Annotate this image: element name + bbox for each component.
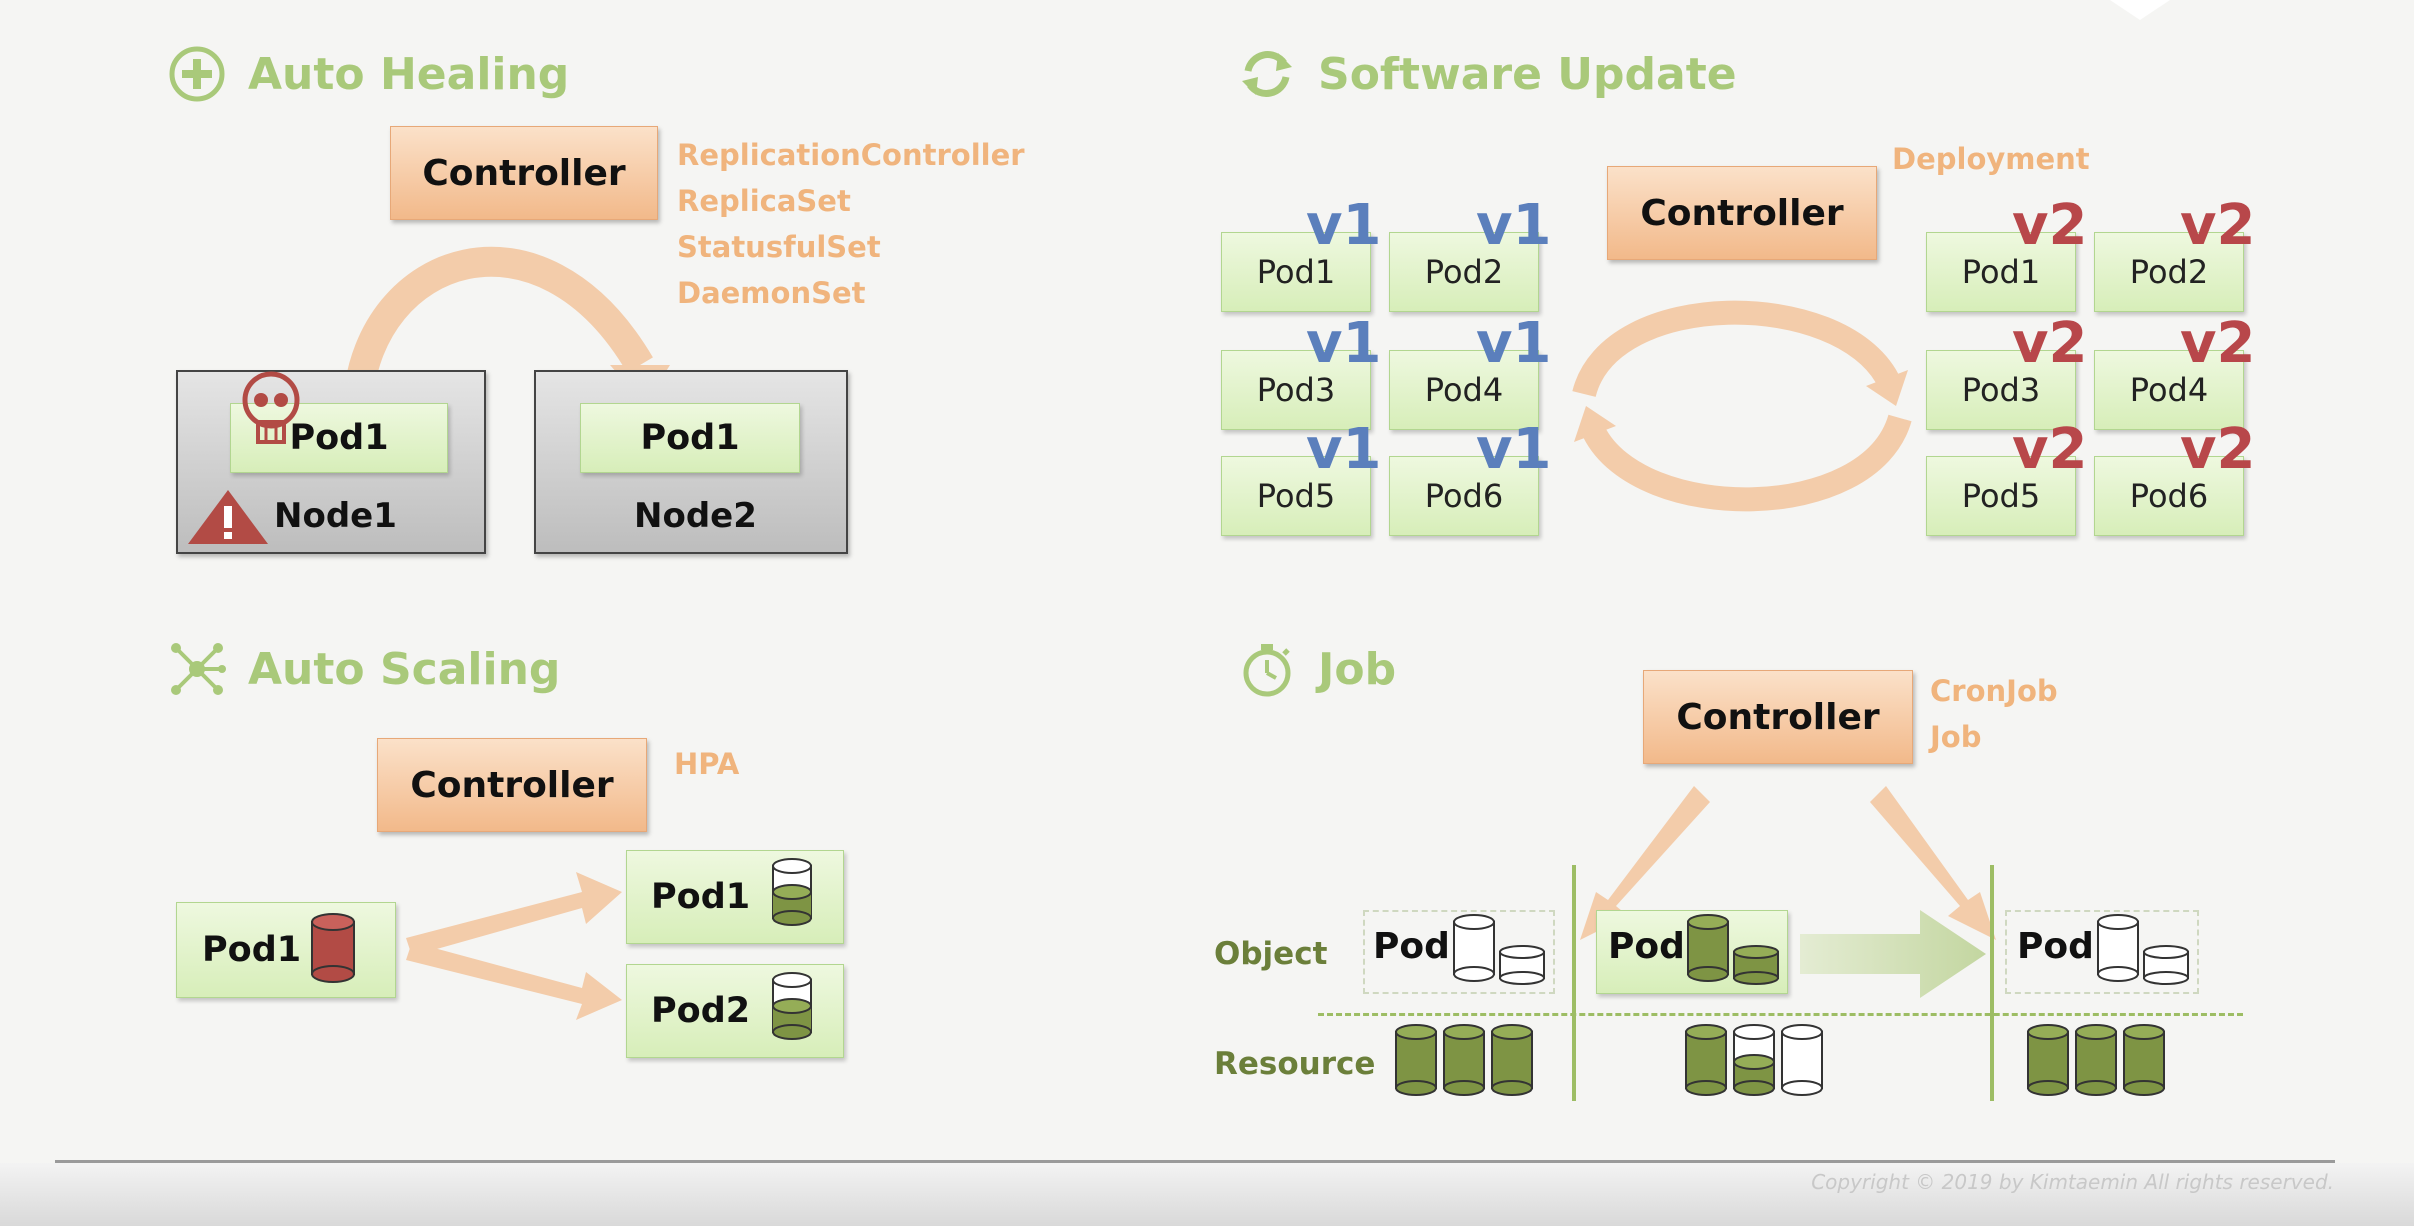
- half-cylinder-icon: [772, 972, 812, 1040]
- controller-type-daemonset: DaemonSet: [677, 276, 866, 310]
- filled-cylinders-icon: [1687, 914, 1779, 985]
- job-separator-right: [1990, 865, 1994, 1101]
- empty-cylinders-icon: [1453, 914, 1545, 985]
- old-pod-2: Pod2: [1389, 232, 1539, 312]
- controller-type-job: Job: [1930, 720, 1982, 754]
- job-pod-finished-label: Pod: [2017, 926, 2094, 967]
- old-pod-5: Pod5: [1221, 456, 1371, 536]
- scale-arrows: [406, 872, 622, 1020]
- auto-healing-title-text: Auto Healing: [248, 48, 570, 100]
- job-split-arrows: [1580, 786, 1996, 940]
- auto-scaling-title: Auto Scaling: [168, 640, 560, 698]
- footer-band: [0, 1163, 2414, 1226]
- skull-icon: [242, 371, 300, 444]
- auto-scaling-controller: Controller: [377, 738, 647, 832]
- controller-type-cronjob: CronJob: [1930, 674, 2058, 708]
- resource-cylinders-full: [1395, 1024, 1533, 1096]
- new-pod-6-version: v2: [2180, 417, 2256, 482]
- new-pod-3-version: v2: [2012, 311, 2088, 376]
- node2-label: Node2: [634, 496, 757, 536]
- auto-healing-controller-types: ReplicationController ReplicaSet Statusf…: [677, 132, 1025, 316]
- software-update-title-text: Software Update: [1318, 48, 1737, 100]
- job-pod-running-label: Pod: [1608, 926, 1685, 967]
- software-update-controller: Controller: [1607, 166, 1877, 260]
- old-pod-3: Pod3: [1221, 350, 1371, 430]
- scaled-pod-2-label: Pod2: [651, 991, 751, 1031]
- source-pod: Pod1: [176, 902, 396, 998]
- old-pod-5-version: v1: [1306, 417, 1382, 482]
- copyright-text: Copyright © 2019 by Kimtaemin All rights…: [1811, 1170, 2334, 1194]
- node1-label: Node1: [274, 496, 397, 536]
- new-pod-2-version: v2: [2180, 193, 2256, 258]
- job-complete-arrow: [1800, 910, 1986, 998]
- scaled-pod-1-label: Pod1: [651, 877, 751, 917]
- warning-icon: [188, 490, 268, 544]
- plus-circle-icon: [169, 46, 225, 102]
- hpa-label: HPA: [674, 747, 740, 781]
- controller-type-statusfulset: StatusfulSet: [677, 230, 881, 264]
- old-pod-1: Pod1: [1221, 232, 1371, 312]
- old-pod-3-version: v1: [1306, 311, 1382, 376]
- job-pod-pending-label: Pod: [1373, 926, 1450, 967]
- half-cylinder-icon: [772, 858, 812, 926]
- new-pod-5-version: v2: [2012, 417, 2088, 482]
- old-pod-6-version: v1: [1476, 417, 1552, 482]
- new-pod-3: Pod3: [1926, 350, 2076, 430]
- old-pod-4-version: v1: [1476, 311, 1552, 376]
- update-cycle-arrows: [1572, 300, 1912, 512]
- new-pod-1-version: v2: [2012, 193, 2088, 258]
- controller-type-replicationcontroller: ReplicationController: [677, 138, 1025, 172]
- auto-scaling-title-text: Auto Scaling: [248, 643, 561, 695]
- job-title: Job: [1238, 640, 1396, 698]
- auto-healing-controller: Controller: [390, 126, 658, 220]
- object-row-label: Object: [1214, 936, 1328, 972]
- old-pod-4: Pod4: [1389, 350, 1539, 430]
- footer-divider: [55, 1160, 2335, 1163]
- new-pod-6: Pod6: [2094, 456, 2244, 536]
- job-controller-types: CronJob Job: [1930, 668, 2058, 760]
- job-title-text: Job: [1318, 643, 1397, 695]
- resource-cylinders-partial: [1685, 1024, 1823, 1096]
- stopwatch-icon: [1243, 644, 1291, 697]
- resource-row-label: Resource: [1214, 1046, 1376, 1082]
- new-pod-2: Pod2: [2094, 232, 2244, 312]
- new-pod-1: Pod1: [1926, 232, 2076, 312]
- source-pod-label: Pod1: [202, 930, 302, 970]
- node2-pod: Pod1: [580, 403, 800, 473]
- new-pod-4-version: v2: [2180, 311, 2256, 376]
- auto-healing-title: Auto Healing: [168, 45, 569, 103]
- new-pod-5: Pod5: [1926, 456, 2076, 536]
- software-update-title: Software Update: [1238, 45, 1737, 103]
- job-separator-left: [1572, 865, 1576, 1101]
- job-pod-finished: [2005, 910, 2199, 994]
- deployment-label: Deployment: [1892, 142, 2090, 176]
- controller-type-replicaset: ReplicaSet: [677, 184, 851, 218]
- job-pod-pending: [1363, 910, 1555, 994]
- corner-notch: [2110, 0, 2170, 20]
- resource-cylinders-released: [2027, 1024, 2165, 1096]
- job-divider-line: [1318, 1013, 2243, 1016]
- old-pod-6: Pod6: [1389, 456, 1539, 536]
- empty-cylinders-icon: [2097, 914, 2189, 985]
- new-pod-4: Pod4: [2094, 350, 2244, 430]
- old-pod-2-version: v1: [1476, 193, 1552, 258]
- job-controller: Controller: [1643, 670, 1913, 764]
- old-pod-1-version: v1: [1306, 193, 1382, 258]
- network-hub-icon: [171, 643, 226, 695]
- refresh-icon: [1242, 51, 1292, 97]
- red-cylinder-icon: [311, 913, 355, 983]
